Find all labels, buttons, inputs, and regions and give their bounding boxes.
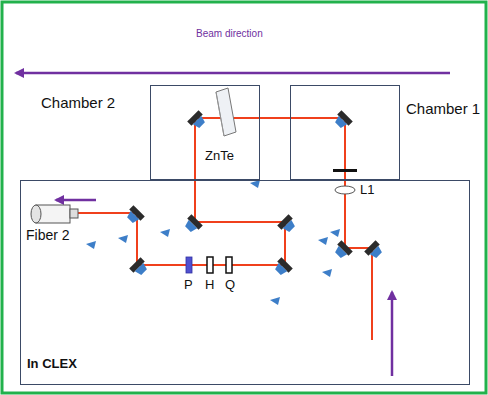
mount-marker: [160, 229, 170, 237]
chamber-label: Chamber 1: [406, 100, 480, 117]
mirror: [332, 240, 353, 261]
fiber-icon: [31, 205, 78, 223]
filter: [333, 169, 357, 172]
mirror: [187, 110, 208, 131]
mirror: [129, 257, 150, 278]
mount-marker: [322, 269, 332, 277]
znte-crystal: [216, 88, 236, 136]
chamber-label: In CLEX: [27, 357, 77, 372]
mount-marker: [250, 180, 260, 188]
chamber-box: In CLEX: [20, 180, 470, 385]
chamber-box: Chamber 1: [290, 85, 400, 180]
mount-marker: [270, 297, 280, 305]
beam-arrow: [16, 72, 450, 75]
quarter-wave-plate: [226, 257, 232, 273]
chamber-box: Chamber 2: [150, 85, 260, 180]
input-arrow: [391, 292, 394, 376]
polarizer: [186, 257, 192, 273]
mirror: [277, 214, 298, 235]
lens: [335, 186, 355, 194]
fiber-label: Fiber 2: [26, 227, 70, 243]
mirror: [332, 110, 353, 131]
waveplate-label: Q: [225, 278, 235, 293]
output-arrow: [56, 199, 96, 202]
half-wave-plate: [207, 257, 213, 273]
mirror: [182, 214, 203, 235]
laser-beam: [78, 118, 372, 340]
crystal-label: ZnTe: [205, 149, 234, 164]
mirror: [124, 205, 145, 226]
mirror: [364, 240, 385, 261]
chamber-label: Chamber 2: [41, 94, 115, 111]
waveplate-label: H: [205, 278, 214, 293]
lens-label: L1: [360, 183, 374, 198]
mount-marker: [86, 241, 96, 249]
beam-direction-label: Beam direction: [196, 28, 263, 40]
polarizer-label: P: [184, 278, 193, 293]
crystal-edge: [216, 92, 224, 136]
mount-marker: [318, 237, 328, 245]
mirror: [272, 257, 293, 278]
mount-marker: [118, 235, 128, 243]
mount-marker: [330, 229, 340, 237]
